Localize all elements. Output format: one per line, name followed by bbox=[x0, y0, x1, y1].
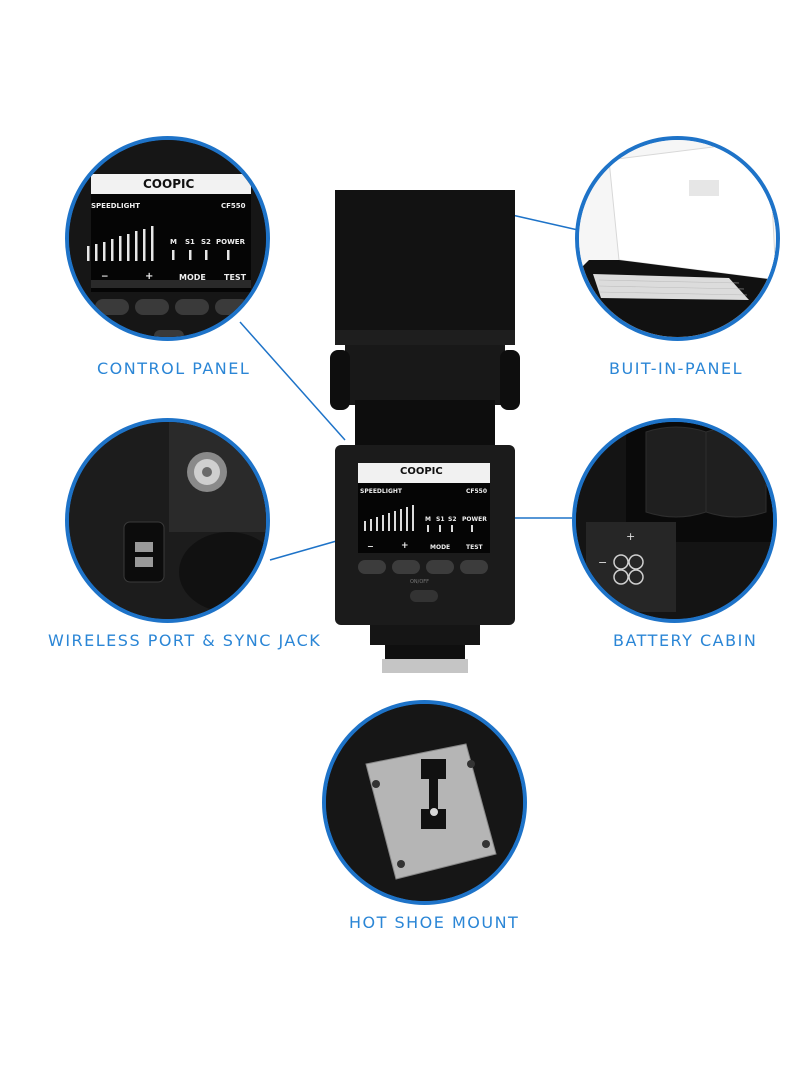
flash-power-label: POWER bbox=[462, 516, 487, 523]
flash-panel-labels: COOPIC SPEEDLIGHT CF550 M S1 S2 POWER − … bbox=[330, 190, 520, 680]
zoom-brand-label: COOPIC bbox=[143, 177, 195, 191]
caption-wireless-port: WIRELESS PORT & SYNC JACK bbox=[48, 631, 322, 650]
flash-test-label: TEST bbox=[466, 544, 483, 551]
zoom-model-label: CF550 bbox=[221, 202, 246, 210]
control-panel-zoom bbox=[65, 136, 270, 341]
flash-m-label: M bbox=[425, 516, 431, 523]
battery-plus-icon: + bbox=[626, 530, 636, 543]
caption-battery-cabin: BATTERY CABIN bbox=[613, 631, 758, 650]
zoom-test-label: TEST bbox=[224, 273, 247, 282]
zoom-minus-label: − bbox=[101, 272, 109, 282]
zoom-s1-label: S1 bbox=[185, 238, 195, 246]
built-in-panel-zoom bbox=[575, 136, 780, 341]
flash-s1-label: S1 bbox=[436, 516, 445, 523]
zoom-s2-label: S2 bbox=[201, 238, 211, 246]
control-panel-labels: COOPIC SPEEDLIGHT CF550 M S1 S2 POWER − … bbox=[69, 140, 266, 337]
flash-model-label: CF550 bbox=[466, 488, 488, 495]
battery-minus-icon: − bbox=[598, 556, 608, 569]
flash-mode-label: MODE bbox=[430, 544, 451, 551]
flash-switch-label: ON/OFF bbox=[410, 579, 430, 585]
flash-plus-label: + bbox=[401, 541, 409, 551]
zoom-speedlight-label: SPEEDLIGHT bbox=[91, 202, 140, 210]
zoom-plus-label: + bbox=[145, 271, 154, 282]
zoom-power-label: POWER bbox=[216, 238, 245, 246]
caption-built-in-panel: BUIT-IN-PANEL bbox=[609, 359, 744, 378]
flash-minus-label: − bbox=[367, 542, 374, 551]
flash-speedlight-label: SPEEDLIGHT bbox=[360, 488, 402, 495]
battery-symbols: + − bbox=[576, 422, 773, 619]
zoom-m-label: M bbox=[170, 238, 177, 246]
wireless-port-zoom bbox=[65, 418, 270, 623]
caption-control-panel: CONTROL PANEL bbox=[97, 359, 251, 378]
hot-shoe-zoom bbox=[322, 700, 527, 905]
flash-s2-label: S2 bbox=[448, 516, 457, 523]
caption-hot-shoe: HOT SHOE MOUNT bbox=[349, 913, 520, 932]
zoom-mode-label: MODE bbox=[179, 273, 206, 282]
flash-brand-label: COOPIC bbox=[400, 466, 443, 477]
flash-unit bbox=[330, 190, 520, 680]
